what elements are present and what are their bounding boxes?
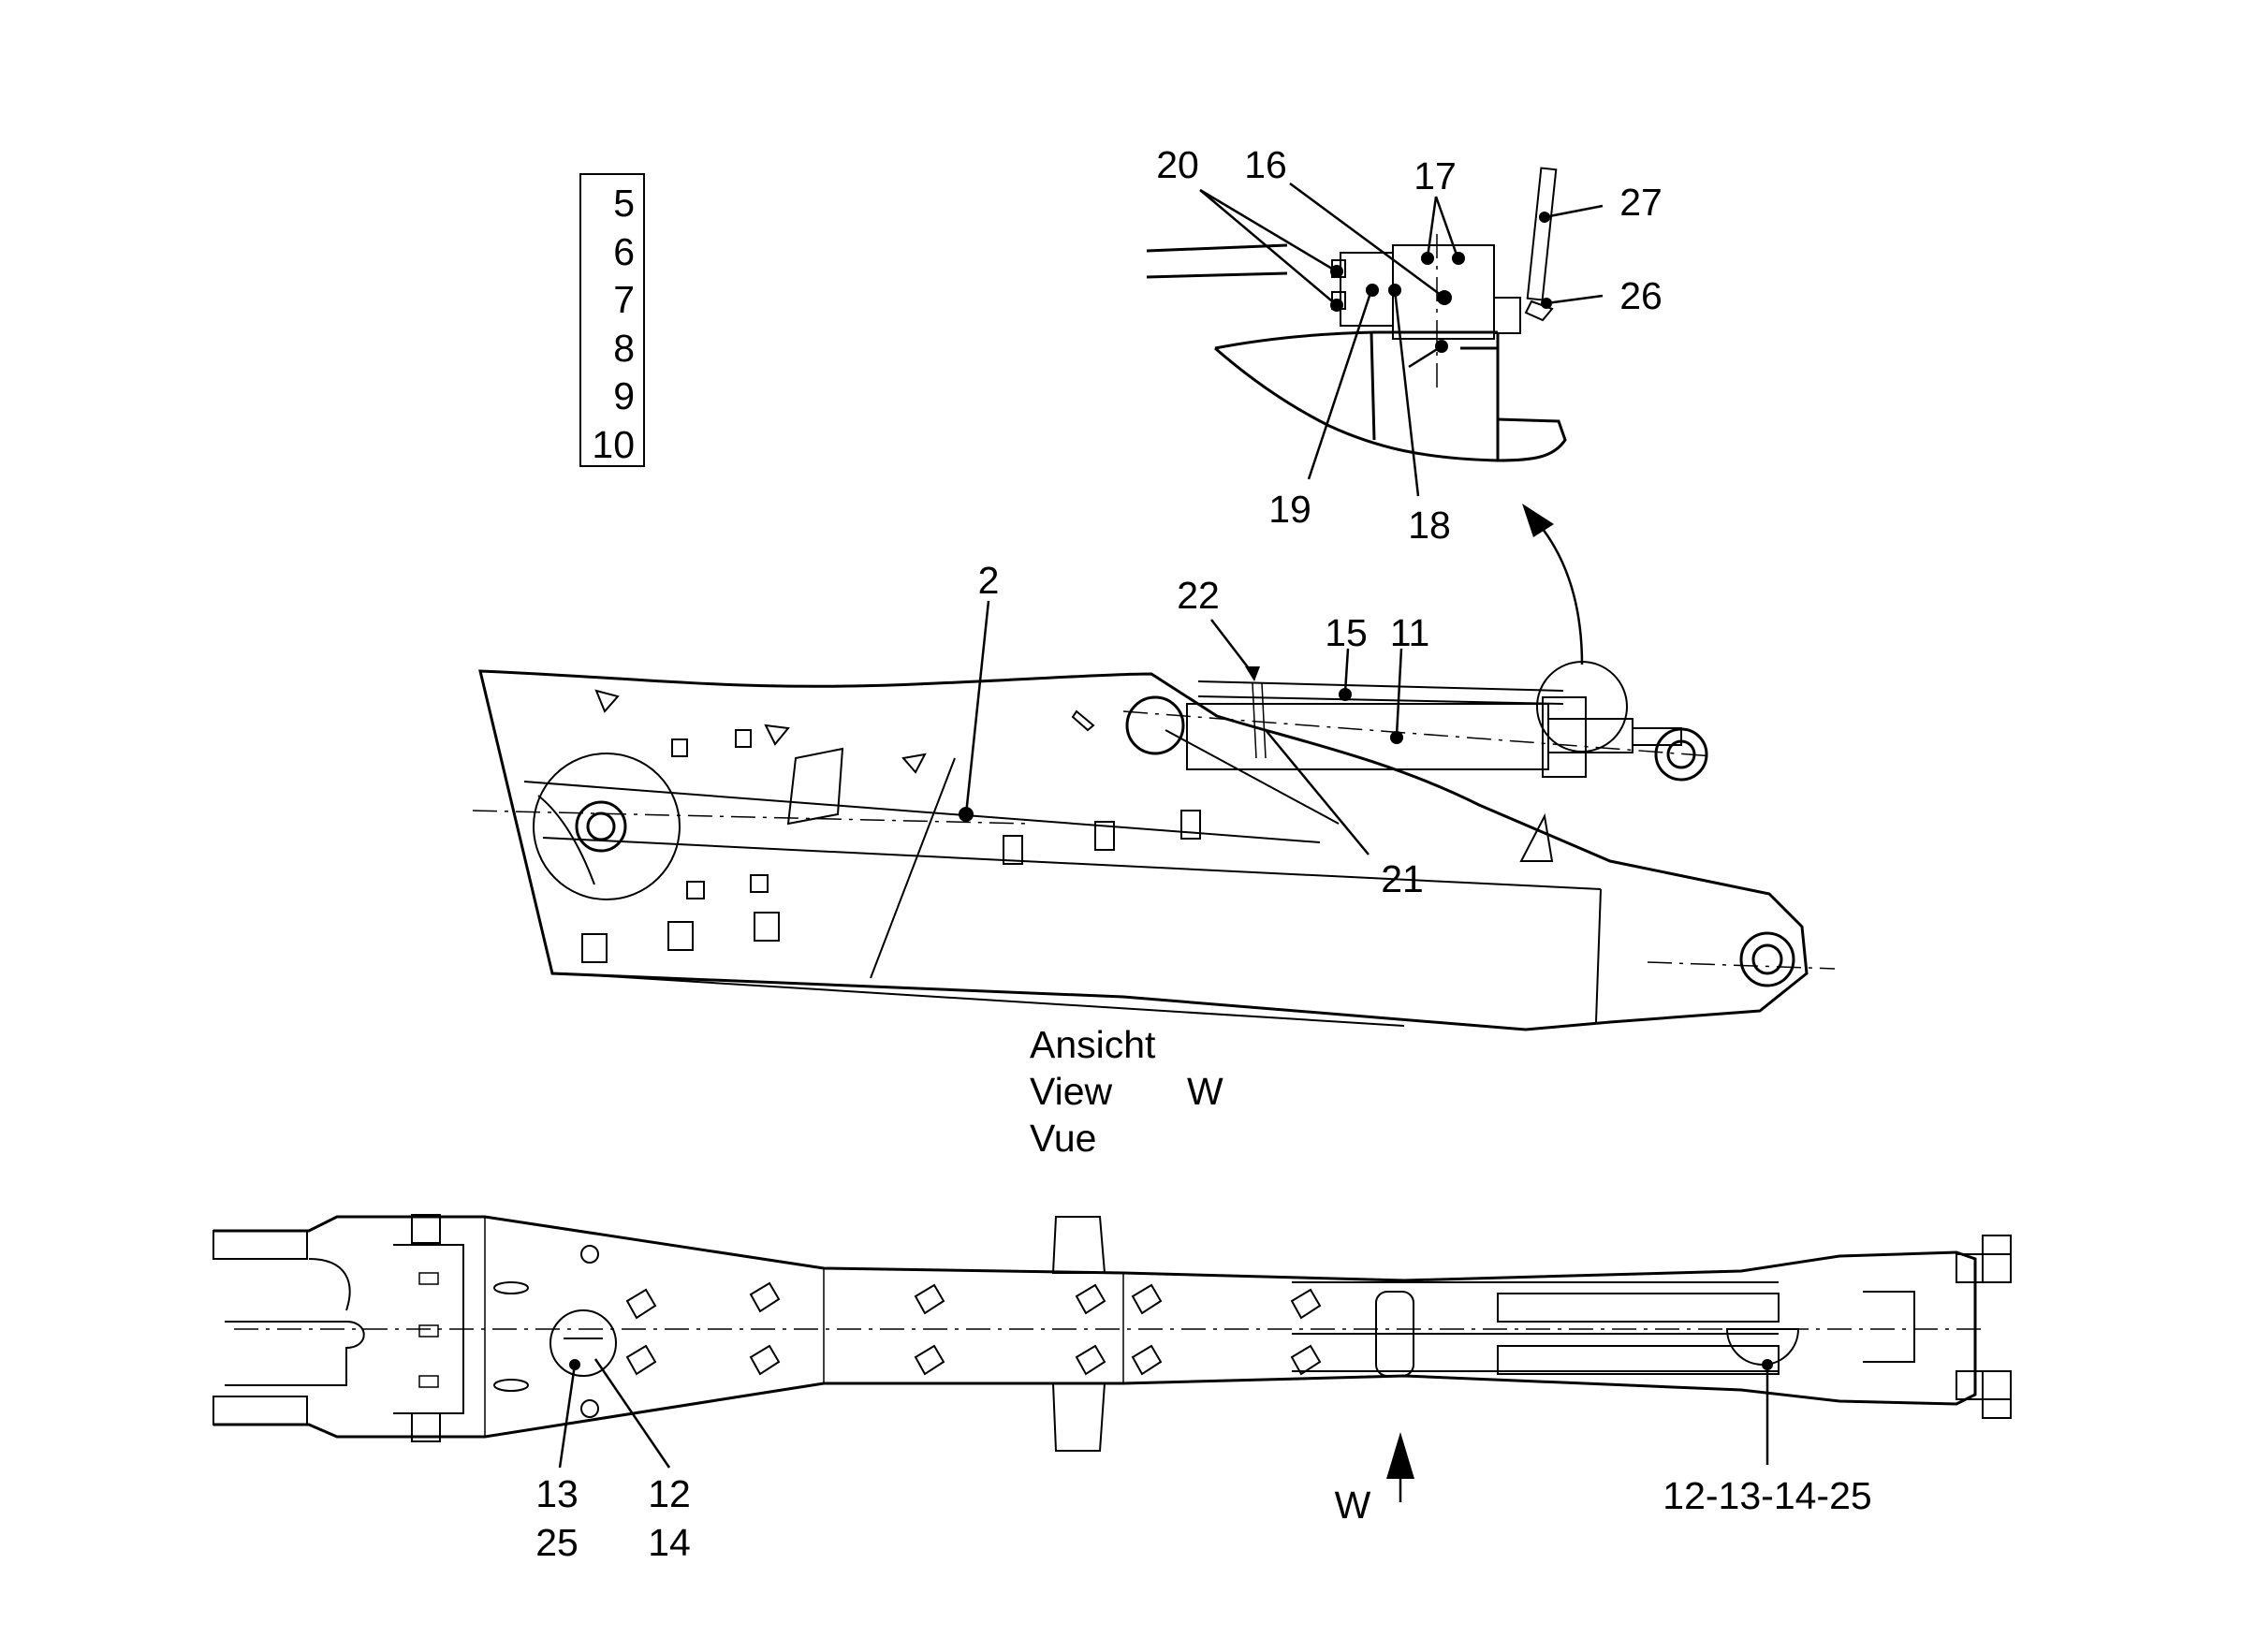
callout-12-13-14-25: 12-13-14-25: [1663, 1474, 1871, 1517]
callout-21: 21: [1381, 857, 1424, 900]
sheet-ref-5: 5: [613, 182, 635, 225]
callout-12: 12: [648, 1472, 691, 1515]
callout-22: 22: [1177, 574, 1220, 617]
callout-16: 16: [1244, 143, 1287, 186]
callout-19: 19: [1268, 488, 1311, 531]
callout-15: 15: [1325, 611, 1368, 654]
detail-reference-arrow: [1522, 504, 1584, 665]
boom-plan-view: 13 25 12 14 12-13-14-25 W: [212, 1214, 2012, 1564]
sheet-ref-7: 7: [613, 278, 635, 321]
sheet-ref-10: 10: [592, 423, 635, 466]
sheet-ref-6: 6: [613, 230, 635, 273]
view-caption-letter: W: [1187, 1070, 1223, 1113]
sheet-ref-9: 9: [613, 374, 635, 417]
callout-11: 11: [1390, 611, 1430, 654]
view-direction-label: W: [1335, 1484, 1371, 1527]
callout-14: 14: [648, 1521, 691, 1564]
view-caption-en: View: [1030, 1070, 1113, 1113]
detail-valve-view: 20 16 17 27 26 19 18: [1146, 143, 1663, 547]
callout-13: 13: [535, 1472, 579, 1515]
callout-25: 25: [535, 1521, 579, 1564]
callout-17: 17: [1414, 154, 1457, 197]
boom-side-view: 2 22 15 11 21: [472, 559, 1836, 1031]
view-caption-fr: Vue: [1030, 1117, 1096, 1160]
callout-26: 26: [1619, 274, 1663, 317]
sheet-ref-8: 8: [613, 327, 635, 370]
callout-20: 20: [1156, 143, 1199, 186]
callout-27: 27: [1619, 181, 1663, 224]
view-caption: Ansicht View W Vue: [1030, 1023, 1223, 1160]
callout-18: 18: [1408, 504, 1451, 547]
sheet-reference-box: 5 6 7 8 9 10: [579, 173, 645, 467]
callout-2: 2: [978, 559, 1000, 602]
view-caption-de: Ansicht: [1030, 1023, 1156, 1066]
